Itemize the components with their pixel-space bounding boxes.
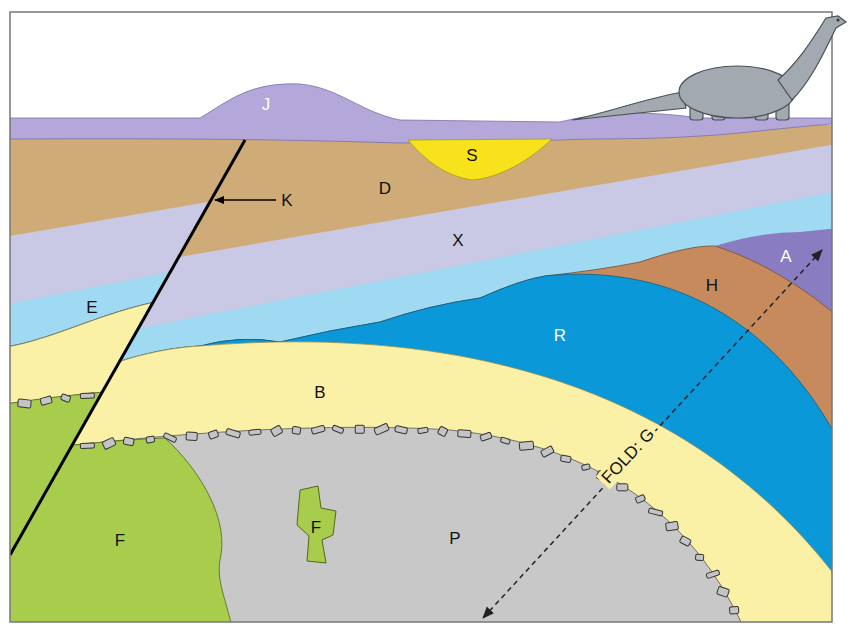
pebble <box>102 437 116 449</box>
pebble <box>374 423 390 435</box>
pebble <box>270 425 283 437</box>
pebble <box>635 494 646 503</box>
callout-letter: K <box>281 192 292 209</box>
fold-axis <box>483 250 822 618</box>
pebble <box>458 430 471 438</box>
layer-label: A <box>780 248 791 265</box>
pebble <box>665 521 678 531</box>
pebble <box>146 436 155 443</box>
layer-label: S <box>466 147 477 164</box>
pebble <box>519 441 534 450</box>
conglomerate <box>10 423 752 622</box>
pebble <box>208 430 219 440</box>
pebble <box>163 433 177 443</box>
pebble <box>226 428 241 438</box>
unconformity-line <box>10 427 770 622</box>
pebble <box>480 432 492 441</box>
f-inclusion <box>297 486 336 563</box>
pebble <box>679 536 691 547</box>
pebble <box>648 508 663 516</box>
fault-line <box>10 140 245 555</box>
pebble <box>717 586 730 597</box>
pebble <box>581 464 590 471</box>
layer-label: E <box>86 299 97 316</box>
layer-label: D <box>379 180 391 197</box>
pebble <box>500 437 510 445</box>
pebble <box>249 429 261 435</box>
layer-p <box>10 427 770 622</box>
layer-label: J <box>262 96 271 113</box>
pebble <box>729 606 738 614</box>
pebble <box>418 427 429 434</box>
faulted-block <box>10 83 832 622</box>
leader-arrow <box>215 199 276 201</box>
layer-b <box>10 342 832 622</box>
pebble <box>437 426 448 437</box>
pebble <box>706 570 720 579</box>
pebble <box>560 455 571 462</box>
pebble <box>332 425 344 434</box>
layer-label: B <box>314 384 325 401</box>
layer-x <box>10 133 832 622</box>
pebble <box>80 443 94 448</box>
layer-label: F <box>115 532 125 549</box>
pebble <box>186 432 197 441</box>
layer-label: X <box>452 232 463 249</box>
pebble <box>311 425 325 434</box>
layer-label: F <box>311 519 321 536</box>
layer-label: P <box>449 530 460 547</box>
dinosaur <box>572 16 846 120</box>
layer-label: H <box>706 277 718 294</box>
pebble <box>292 426 301 434</box>
layer-label: R <box>554 327 566 344</box>
pebble <box>355 425 364 433</box>
pebble <box>617 484 628 491</box>
layer-s <box>408 139 552 180</box>
pebble <box>395 425 408 434</box>
frame <box>10 12 832 622</box>
pebble <box>123 437 134 446</box>
pebble <box>695 554 703 561</box>
pebble <box>540 446 554 458</box>
